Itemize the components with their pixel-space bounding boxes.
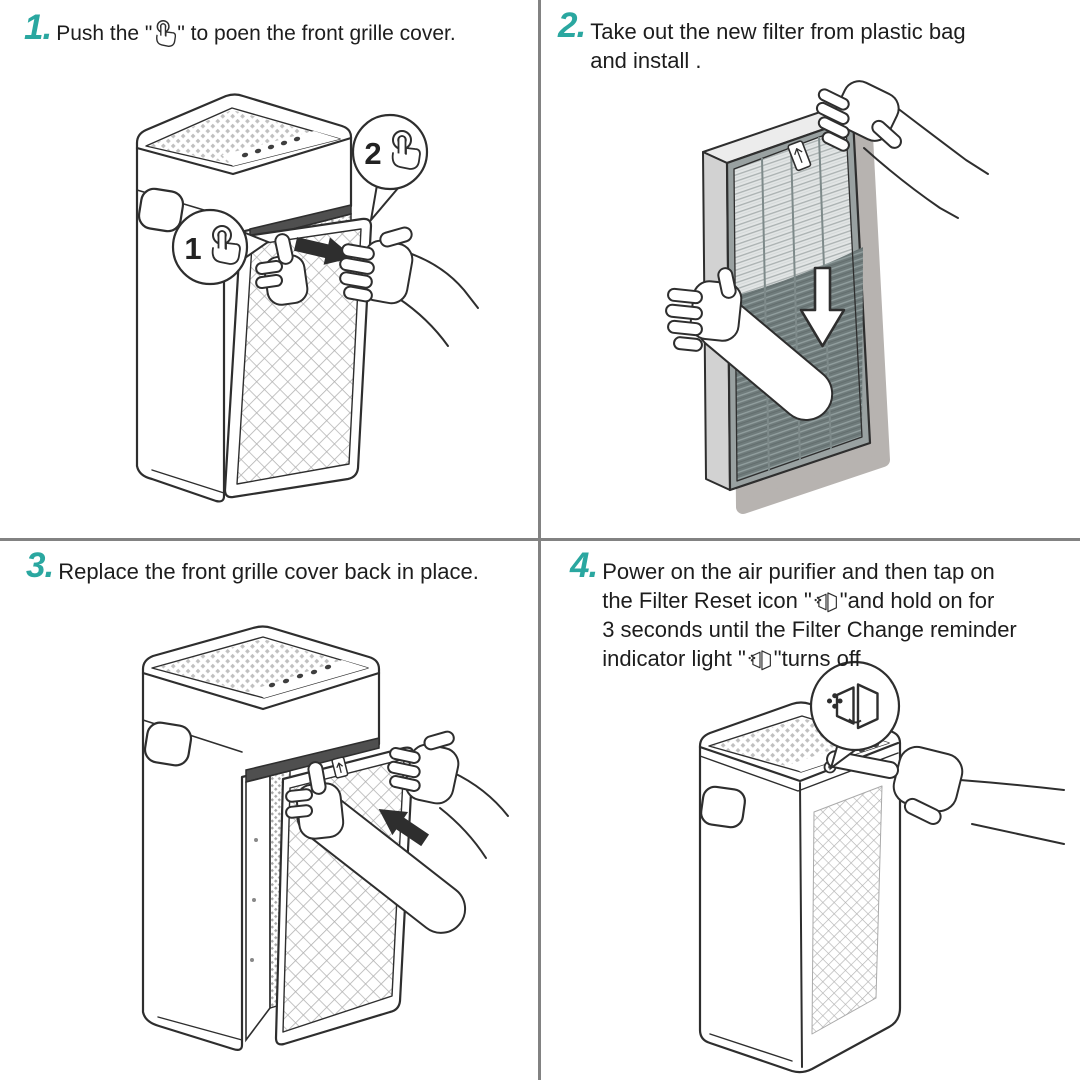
step4-text: Power on the air purifier and then tap o…: [602, 548, 1017, 673]
callout-1: 1: [171, 208, 271, 286]
panel-step2: 2. Take out the new filter from plastic …: [540, 0, 1080, 540]
control-buttons: [241, 136, 301, 158]
front-mesh: [811, 785, 883, 1035]
step4-header: 4. Power on the air purifier and then ta…: [570, 548, 1075, 673]
press-hand: [826, 745, 1065, 845]
hands: [665, 80, 989, 421]
step4-number: 4.: [570, 546, 598, 585]
step3-text: Replace the front grille cover back in p…: [58, 559, 479, 584]
filter-reset-icon: [748, 650, 771, 671]
tap-hand-icon: [211, 225, 241, 265]
step2-line2: and install .: [590, 48, 702, 73]
callout-1-number: 1: [184, 231, 201, 266]
filter-reset-icon: [814, 592, 837, 613]
pull-direction-arrow: [293, 237, 355, 265]
control-buttons: [268, 664, 332, 688]
hands: [285, 730, 509, 934]
illustration-open-grille: 1 2: [135, 93, 479, 503]
step3-header: 3. Replace the front grille cover back i…: [26, 548, 531, 586]
side-handle: [137, 187, 185, 233]
illustration-install-filter: [665, 80, 989, 514]
air-purifier-body: [141, 625, 381, 1051]
panel-step3: 3. Replace the front grille cover back i…: [0, 540, 540, 1080]
tap-hand-icon: [156, 19, 177, 47]
callout-2-number: 2: [364, 136, 381, 171]
panel-step4: 4. Power on the air purifier and then ta…: [540, 540, 1080, 1080]
step2-number: 2.: [558, 6, 586, 45]
step1-number: 1.: [24, 8, 52, 47]
air-purifier-body: [135, 93, 353, 503]
step4-line1: Power on the air purifier and then tap o…: [602, 559, 995, 584]
palm: [892, 745, 964, 813]
filter-tab: [787, 140, 812, 172]
side-handle: [700, 785, 746, 829]
step2-header: 2. Take out the new filter from plastic …: [558, 8, 1063, 75]
filter-reset-icon: [826, 683, 879, 730]
step1-text-after: " to poen the front grille cover.: [177, 22, 456, 45]
step4-line3: 3 seconds until the Filter Change remind…: [602, 617, 1017, 642]
illustration-replace-grille: [141, 625, 509, 1051]
grille-tab: [331, 756, 349, 779]
hands: [255, 226, 479, 347]
top-mesh: [148, 110, 338, 164]
tap-hand-icon: [391, 130, 421, 170]
step1-text: Push the " " to poen the front grille cov…: [56, 10, 456, 49]
insert-down-arrow: [799, 266, 846, 348]
step2-line1: Take out the new filter from plastic bag: [590, 19, 966, 44]
callout-2: 2: [351, 113, 429, 224]
step4-line4: indicator light " "turns off: [602, 644, 1017, 673]
callout-filter-reset: [809, 660, 901, 771]
panel-step1: 1 2: [0, 0, 540, 540]
step2-text: Take out the new filter from plastic bag…: [590, 8, 965, 75]
step4-line2-before: the Filter Reset icon ": [602, 588, 812, 613]
step1-header: 1. Push the " " to poen the front grille …: [24, 10, 529, 49]
step4-line4-after: "turns off: [773, 646, 861, 671]
illustration-filter-reset: [698, 660, 1065, 1074]
push-direction-arrow: [378, 809, 430, 847]
step4-line4-before: indicator light ": [602, 646, 746, 671]
step4-line2: the Filter Reset icon " "and hold on for: [602, 586, 1017, 615]
step4-line2-after: "and hold on for: [839, 588, 995, 613]
frame-strip: [245, 774, 271, 1043]
step3-number: 3.: [26, 546, 54, 585]
side-handle: [143, 721, 193, 767]
step1-text-before: Push the ": [56, 22, 153, 45]
horizontal-divider: [0, 538, 1080, 541]
